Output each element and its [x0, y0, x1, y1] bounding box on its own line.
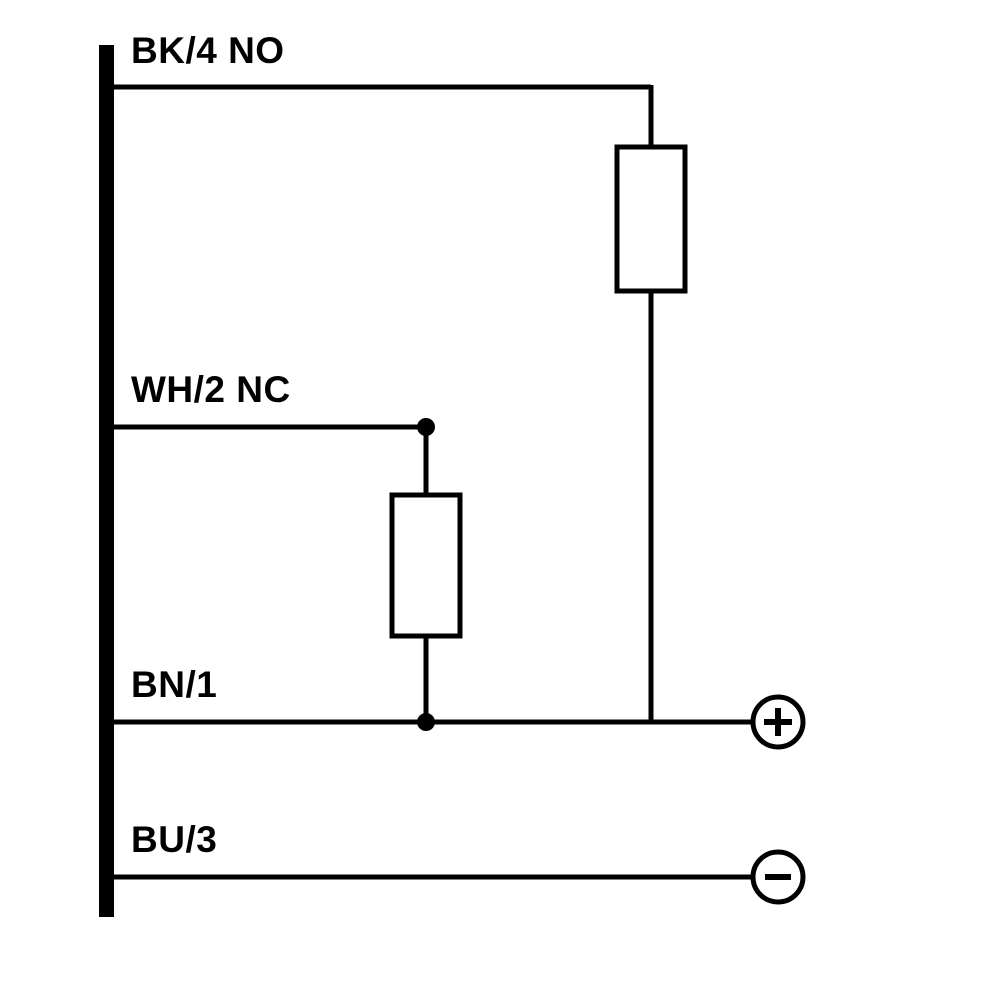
plus-icon — [764, 708, 792, 736]
wire-label-bu3: BU/3 — [131, 819, 217, 860]
load-resistor-nc — [389, 492, 463, 639]
load-resistor-no — [614, 144, 688, 294]
wire-label-bk4-no: BK/4 NO — [131, 30, 285, 71]
device-connection-bar — [99, 45, 114, 917]
wire-label-bn1: BN/1 — [131, 664, 217, 705]
wire-label-wh2-nc: WH/2 NC — [131, 369, 291, 410]
